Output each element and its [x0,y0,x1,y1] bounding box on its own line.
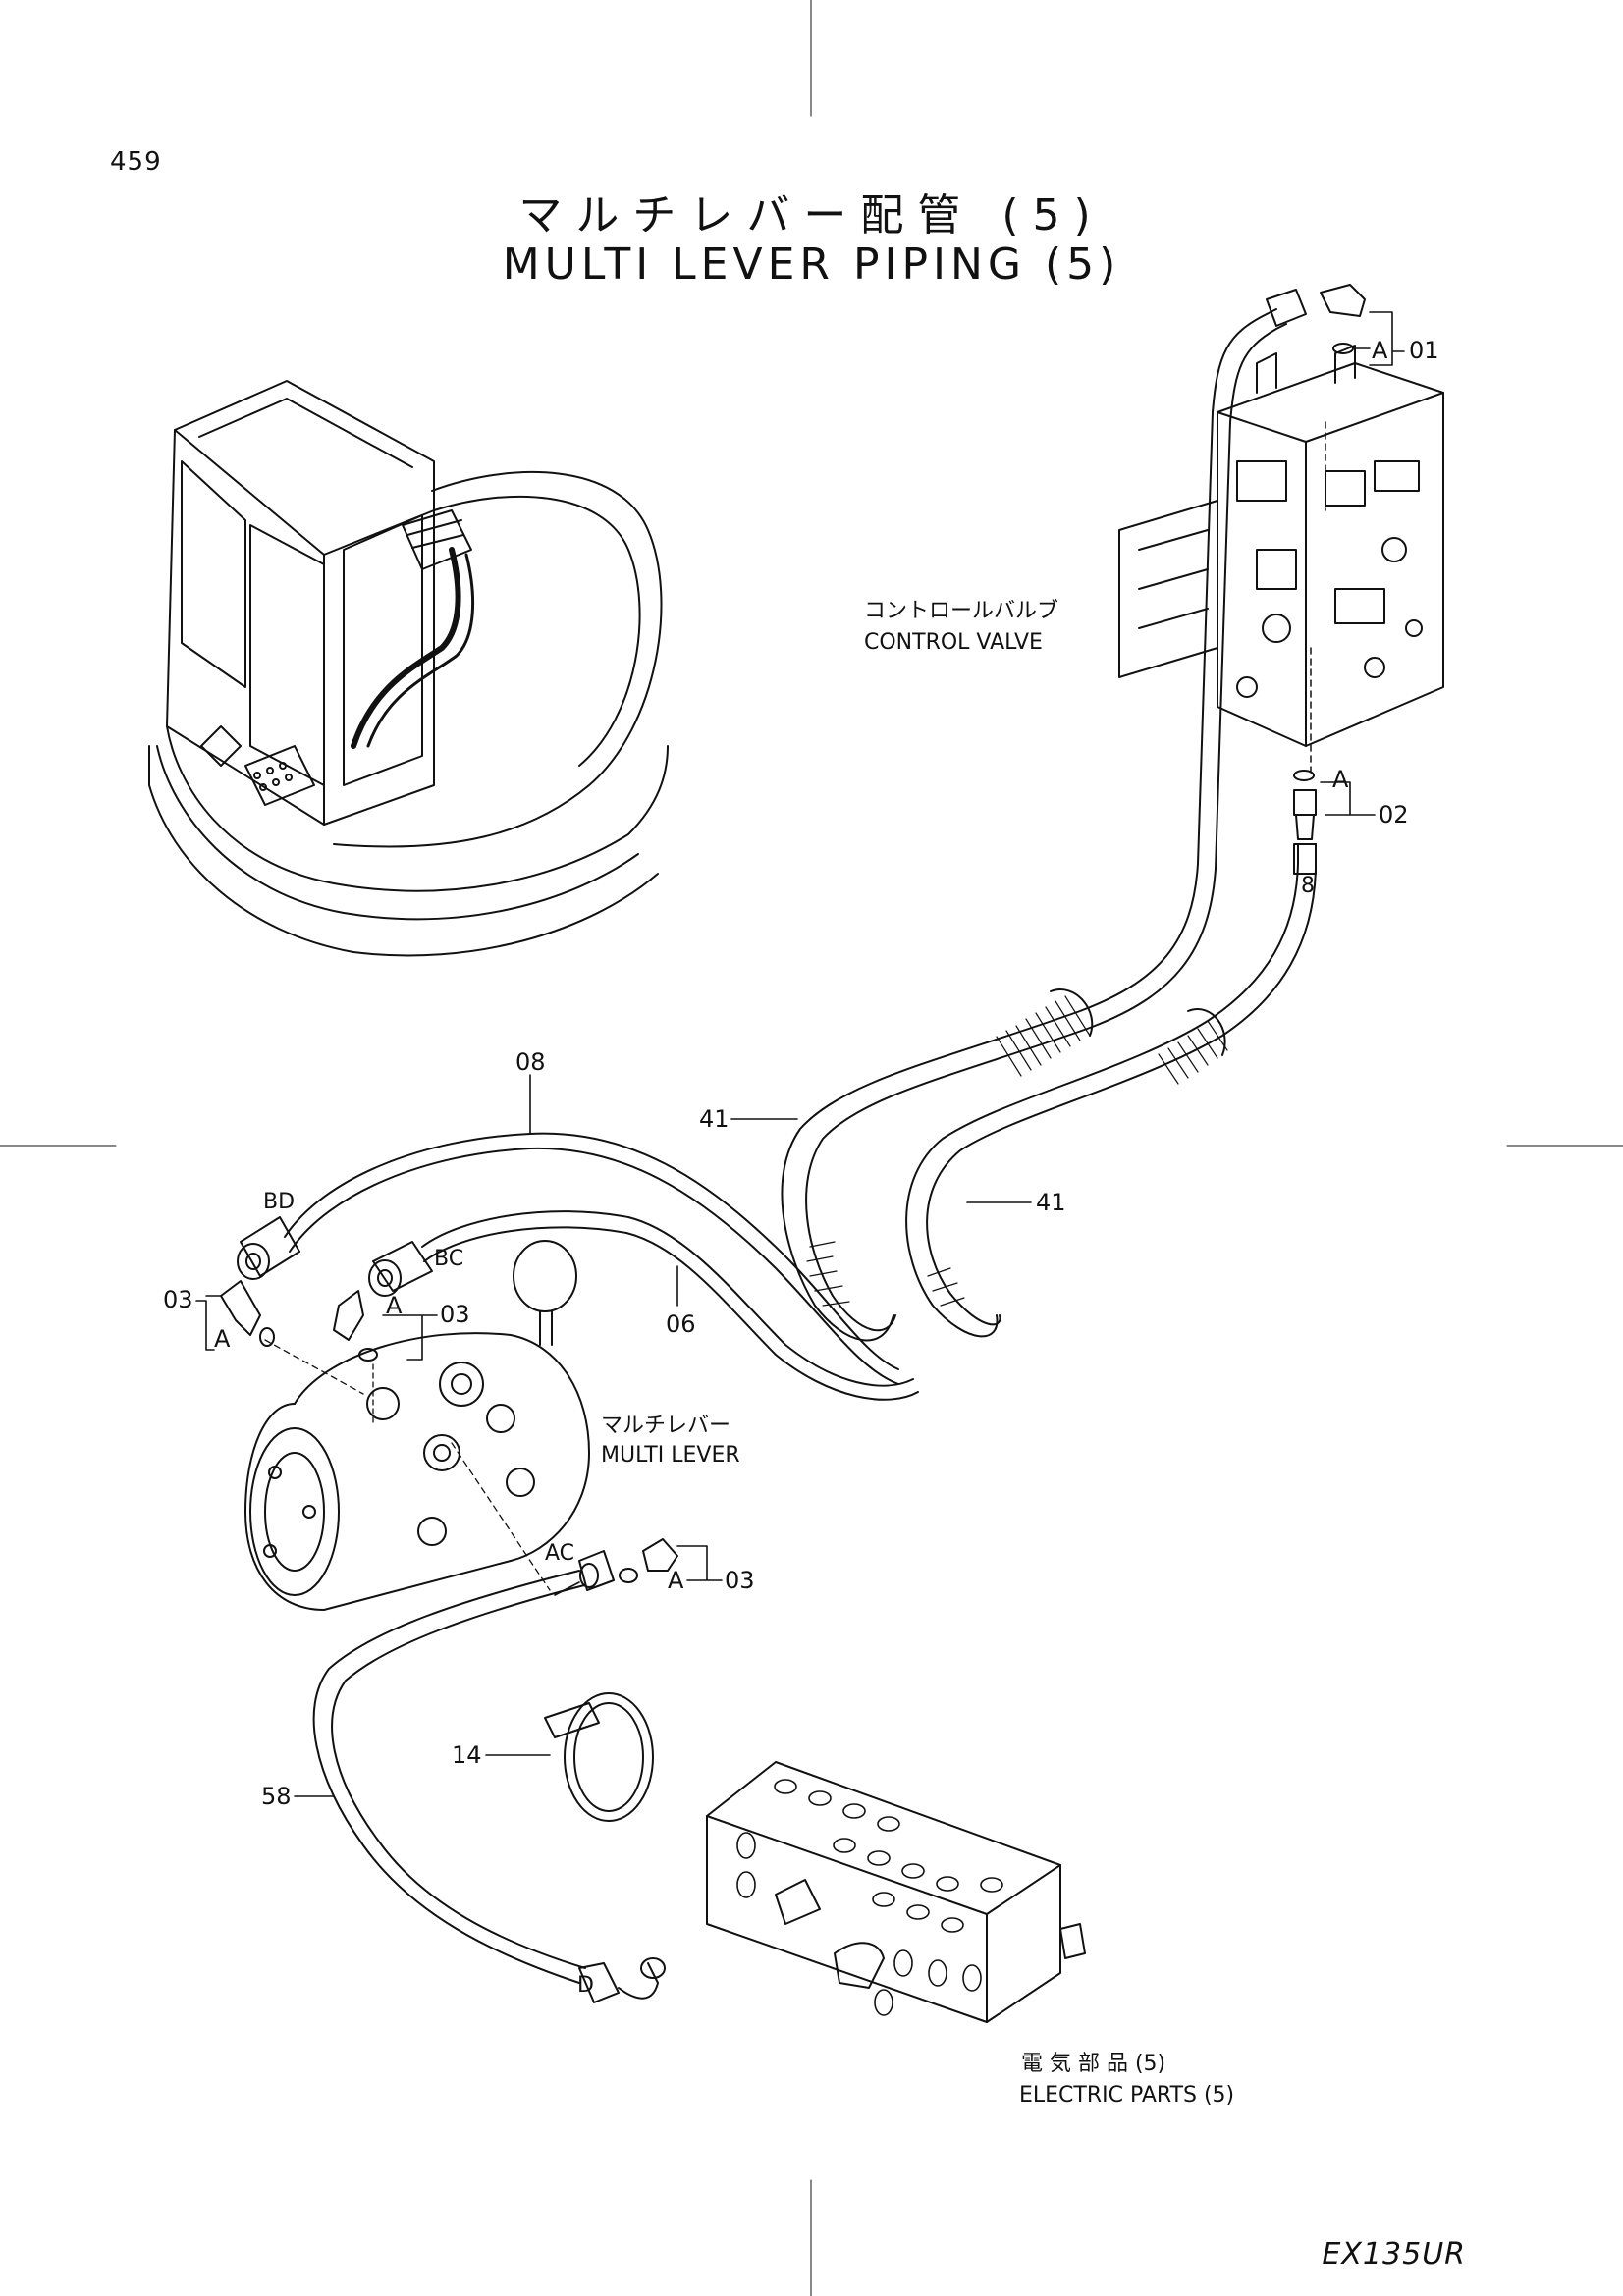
callout-06: 06 [666,1310,696,1338]
leader-lines [195,311,1405,1797]
title-japanese: マルチレバー配管 (5) [518,190,1105,240]
callout-41-right: 41 [1036,1189,1066,1216]
ref-letter-a-03-left: A [214,1325,231,1353]
callout-14: 14 [452,1741,482,1769]
callout-02: 02 [1379,801,1409,828]
multi-lever-label-en: MULTI LEVER [601,1443,740,1468]
control-valve-label-jp: コントロールバルブ [864,599,1059,623]
ref-letter-a-01: A [1372,337,1388,364]
callout-03-left: 03 [163,1286,193,1313]
electric-parts-label-jp: 電 気 部 品 (5) [1021,2052,1166,2076]
ref-letter-a-03-low: A [668,1567,684,1594]
ref-letter-a-03-mid: A [386,1292,403,1319]
callout-01: 01 [1409,337,1439,364]
ref-mark-8: 8 [1301,874,1315,898]
ref-letter-d: D [577,1973,594,1998]
hoses-08-06 [220,1132,919,1401]
cable-tie-drawing [544,1692,654,1822]
ref-letter-bc: BC [434,1247,464,1271]
multi-lever-drawing [244,1240,590,1611]
page-number: 459 [110,147,162,177]
callout-41-left: 41 [699,1105,730,1133]
excavator-overview [148,380,669,957]
multi-lever-label-jp: マルチレバー [601,1414,731,1438]
model-number: EX135UR [1322,2237,1466,2271]
hoses-41 [781,289,1317,1342]
hose-58 [312,1538,678,2003]
callout-58: 58 [261,1783,292,1810]
ref-letter-bd: BD [263,1190,296,1214]
control-valve-drawing [1118,284,1444,840]
callout-03-mid: 03 [440,1301,470,1328]
callout-08: 08 [515,1048,546,1076]
control-valve-label-en: CONTROL VALVE [864,630,1043,655]
ref-letter-ac: AC [545,1541,575,1566]
title-english: MULTI LEVER PIPING (5) [502,240,1121,290]
electric-parts-drawing [706,1761,1086,2023]
callout-03-low: 03 [725,1567,755,1594]
ref-letter-a-02: A [1332,766,1349,793]
electric-parts-label-en: ELECTRIC PARTS (5) [1019,2083,1235,2108]
